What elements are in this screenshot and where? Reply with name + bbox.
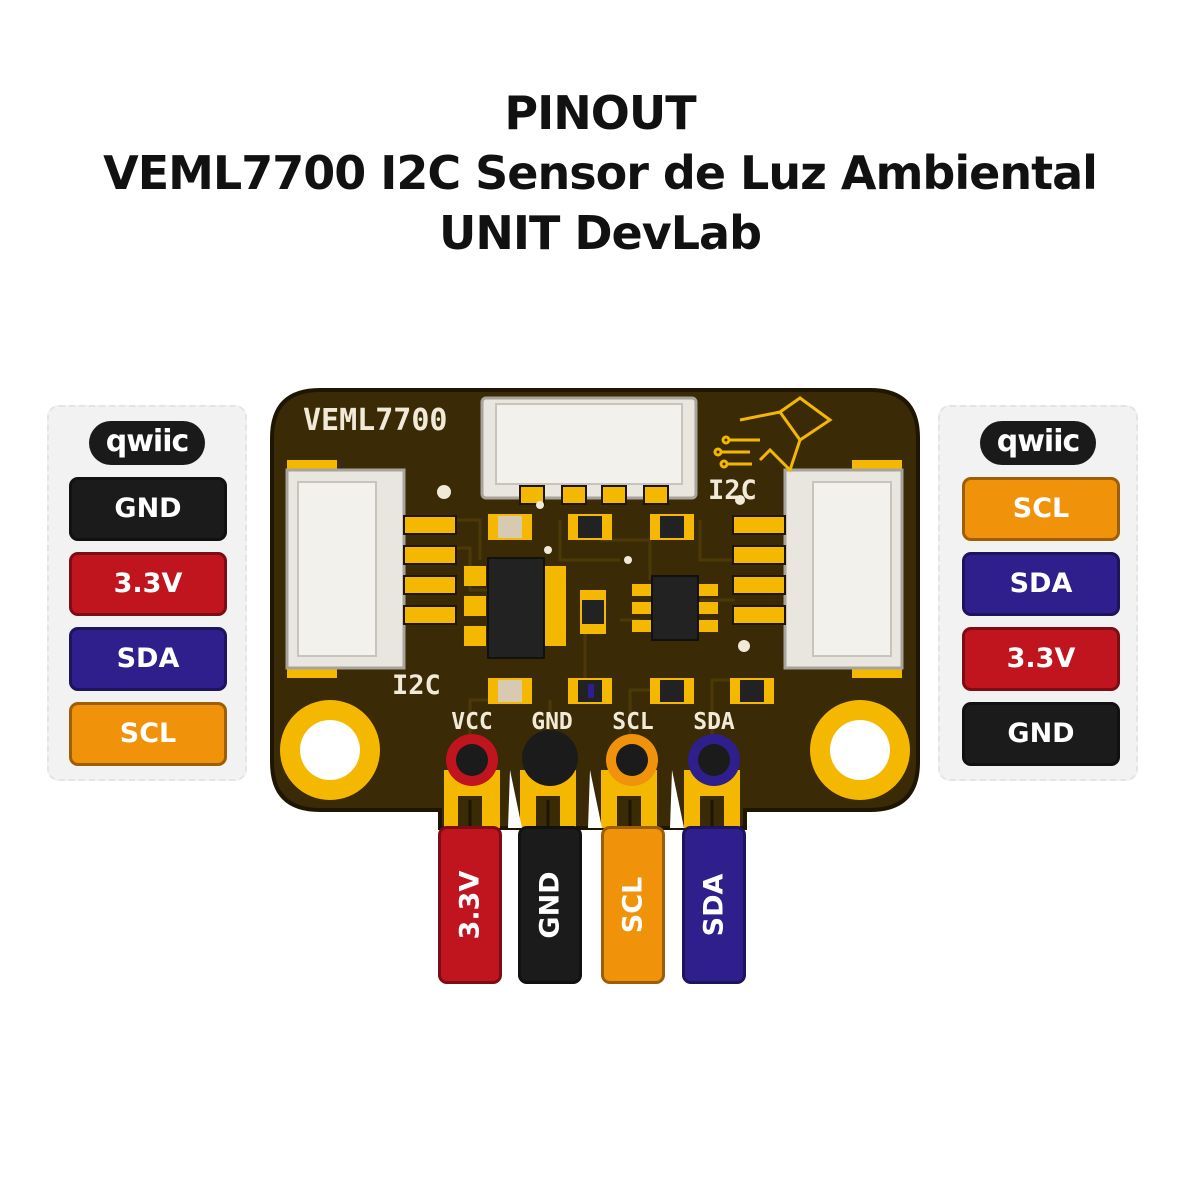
devlab-logo-icon — [713, 396, 833, 473]
qwiic-right-pin-scl: SCL — [962, 477, 1120, 541]
qwiic-right-pin-sda: SDA — [962, 552, 1120, 616]
regulator-chip — [464, 557, 566, 659]
product-brand: UNIT DevLab — [438, 206, 762, 260]
header-pin-gnd: GND — [518, 826, 582, 984]
veml7700-sensor-chip — [632, 575, 718, 641]
mounting-hole-right — [810, 700, 910, 800]
qwiic-logo: qwiic — [89, 421, 205, 465]
silk-vcc-label: VCC — [451, 709, 493, 735]
qwiic-left-pin-gnd: GND — [69, 477, 227, 541]
header-pin-label: SCL — [617, 876, 649, 934]
product-name: VEML7700 I2C Sensor de Luz Ambiental — [103, 146, 1098, 200]
gnd-pad-ring — [522, 730, 578, 786]
silk-scl-label: SCL — [612, 709, 654, 735]
qwiic-left-panel: qwiic GND 3.3V SDA SCL — [47, 405, 247, 781]
header-pin-3v3: 3.3V — [438, 826, 502, 984]
qwiic-right-pin-3v3: 3.3V — [962, 627, 1120, 691]
qwiic-left-pin-sda: SDA — [69, 627, 227, 691]
board-name-silk: VEML7700 — [303, 403, 448, 438]
header-pin-label: GND — [534, 871, 566, 939]
mounting-hole-left — [280, 700, 380, 800]
i2c-left-silk: I2C — [392, 670, 441, 701]
qwiic-left-pin-3v3: 3.3V — [69, 552, 227, 616]
qwiic-left-pin-scl: SCL — [69, 702, 227, 766]
qwiic-right-pin-gnd: GND — [962, 702, 1120, 766]
qwiic-right-panel: qwiic SCL SDA 3.3V GND — [938, 405, 1138, 781]
header-pin-label: 3.3V — [454, 870, 486, 940]
silk-sda-label: SDA — [693, 709, 735, 735]
header-pin-label: SDA — [698, 873, 730, 937]
header-pin-sda: SDA — [682, 826, 746, 984]
smd-components — [488, 514, 774, 704]
header-pin-scl: SCL — [601, 826, 665, 984]
i2c-right-silk: I2C — [708, 475, 757, 506]
qwiic-logo: qwiic — [980, 421, 1096, 465]
page-title: PINOUT — [504, 86, 696, 140]
silk-gnd-label: GND — [531, 709, 573, 735]
